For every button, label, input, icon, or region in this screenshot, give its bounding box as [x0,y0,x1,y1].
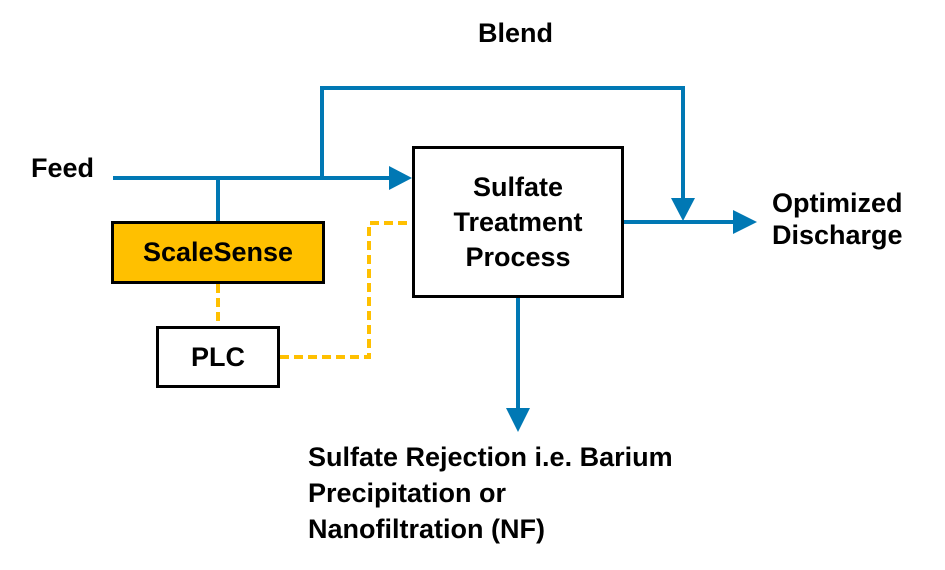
feed-label: Feed [31,153,95,183]
sulfate-rejection-label: Sulfate Rejection i.e. Barium Precipitat… [308,442,673,544]
discharge-arrowhead [733,210,757,234]
blend-arrowhead [671,198,695,221]
process-node-label: Sulfate Treatment Process [453,171,583,272]
feed-arrowhead [389,166,412,190]
blend-bypass-line [320,86,685,205]
rejection-arrowhead [506,408,530,432]
optimized-discharge-label: Optimized Discharge [772,188,903,250]
scalesense-node: ScaleSense [111,221,325,284]
sulfate-treatment-process-node: Sulfate Treatment Process [412,146,624,298]
blend-label: Blend [478,18,554,48]
plc-node-label: PLC [191,341,245,372]
plc-process-signal [280,221,412,359]
plc-node: PLC [156,326,280,388]
scalesense-node-label: ScaleSense [142,237,294,267]
